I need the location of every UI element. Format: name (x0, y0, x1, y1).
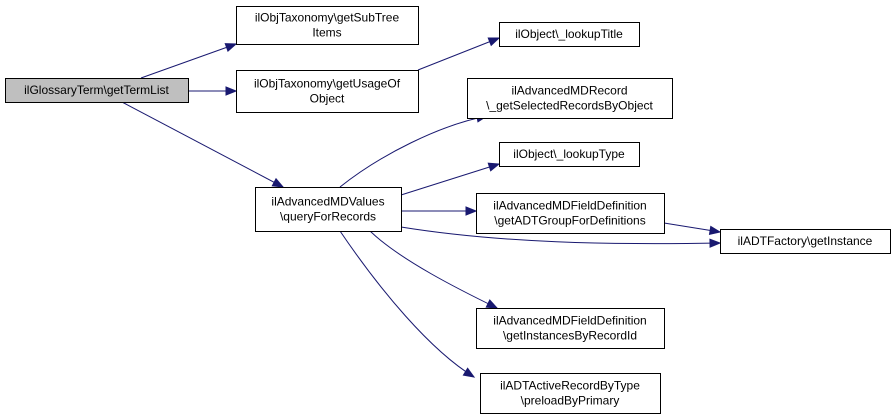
node-getTermList[interactable]: ilGlossaryTerm\getTermList (5, 78, 189, 103)
edge-queryForRecords-to-getInstance (400, 226, 722, 248)
node-box (476, 308, 665, 349)
edge-queryForRecords-to-lookupType (400, 162, 501, 196)
node-label: ilAdvancedMDFieldDefinition (493, 199, 646, 213)
node-label: ilADTFactory\getInstance (738, 234, 873, 248)
arrowhead-icon (708, 225, 722, 236)
node-label: \queryForRecords (280, 210, 376, 224)
node-label: ilADTActiveRecordByType (500, 379, 640, 393)
edge-line (400, 163, 500, 196)
arrowhead-icon (485, 299, 499, 309)
node-box (476, 193, 665, 234)
node-label: \preloadByPrimary (521, 394, 620, 408)
arrowhead-icon (709, 238, 722, 248)
node-label: ilAdvancedMDValues (271, 195, 384, 209)
edge-getUsageOfObject-to-lookupTitle (417, 37, 501, 71)
arrowhead-icon (465, 206, 478, 216)
node-box (467, 78, 673, 119)
node-label: ilAdvancedMDRecord (511, 84, 627, 98)
node-label: ilObject\_lookupType (513, 147, 625, 161)
node-box (5, 78, 189, 103)
arrowhead-icon (271, 177, 285, 188)
node-label: \_getSelectedRecordsByObject (486, 99, 653, 113)
node-box (499, 142, 640, 167)
node-lookupTitle[interactable]: ilObject\_lookupTitle (499, 22, 640, 47)
node-label: ilObjTaxonomy\getSubTree (255, 11, 400, 25)
node-label: \getInstancesByRecordId (503, 329, 637, 343)
edge-queryForRecords-to-getInstancesByRecordId (369, 230, 499, 309)
edge-line (339, 115, 488, 188)
edge-line (140, 43, 237, 79)
node-label: Items (312, 26, 341, 40)
arrowhead-icon (487, 162, 501, 172)
node-queryForRecords[interactable]: ilAdvancedMDValues\queryForRecords (255, 187, 402, 232)
edge-getADTGroupForDefinitions-to-getInstance (663, 222, 722, 236)
node-box (236, 6, 419, 45)
node-getInstancesByRecordId[interactable]: ilAdvancedMDFieldDefinition\getInstances… (476, 308, 665, 349)
node-label: ilObjTaxonomy\getUsageOf (254, 77, 401, 91)
node-box (499, 22, 640, 47)
edge-queryForRecords-to-getADTGroupForDefinitions (401, 206, 478, 216)
edge-line (400, 226, 721, 245)
node-label: ilObject\_lookupTitle (515, 27, 623, 41)
node-getADTGroupForDefinitions[interactable]: ilAdvancedMDFieldDefinition\getADTGroupF… (476, 193, 665, 234)
edge-queryForRecords-to-getSelectedRecordsByObject (339, 113, 489, 188)
node-box (236, 70, 419, 113)
edge-queryForRecords-to-preloadByPrimary (339, 230, 476, 378)
node-box (480, 373, 661, 414)
edge-line (121, 101, 284, 188)
node-getInstance[interactable]: ilADTFactory\getInstance (720, 229, 891, 254)
node-box (255, 187, 402, 232)
node-preloadByPrimary[interactable]: ilADTActiveRecordByType\preloadByPrimary (480, 373, 661, 414)
nodes-layer: ilGlossaryTerm\getTermList ilObjTaxonomy\… (5, 6, 891, 414)
arrowhead-icon (462, 367, 476, 378)
edge-getTermList-to-getUsageOfObject (188, 86, 238, 96)
node-label: \getADTGroupForDefinitions (494, 214, 645, 228)
node-label: ilGlossaryTerm\getTermList (24, 83, 169, 97)
edge-getTermList-to-getSubTreeItems (140, 43, 238, 79)
edges-layer (121, 37, 722, 378)
node-lookupType[interactable]: ilObject\_lookupType (499, 142, 640, 167)
node-label: Object (310, 92, 345, 106)
arrowhead-icon (224, 43, 238, 52)
edge-getTermList-to-queryForRecords (121, 101, 285, 188)
arrowhead-icon (225, 86, 238, 96)
edge-line (417, 37, 500, 71)
edge-line (369, 230, 498, 309)
node-label: ilAdvancedMDFieldDefinition (493, 314, 646, 328)
node-box (720, 229, 891, 254)
arrowhead-icon (487, 37, 501, 47)
node-getSelectedRecordsByObject[interactable]: ilAdvancedMDRecord\_getSelectedRecordsBy… (467, 78, 673, 119)
edge-line (339, 230, 475, 378)
